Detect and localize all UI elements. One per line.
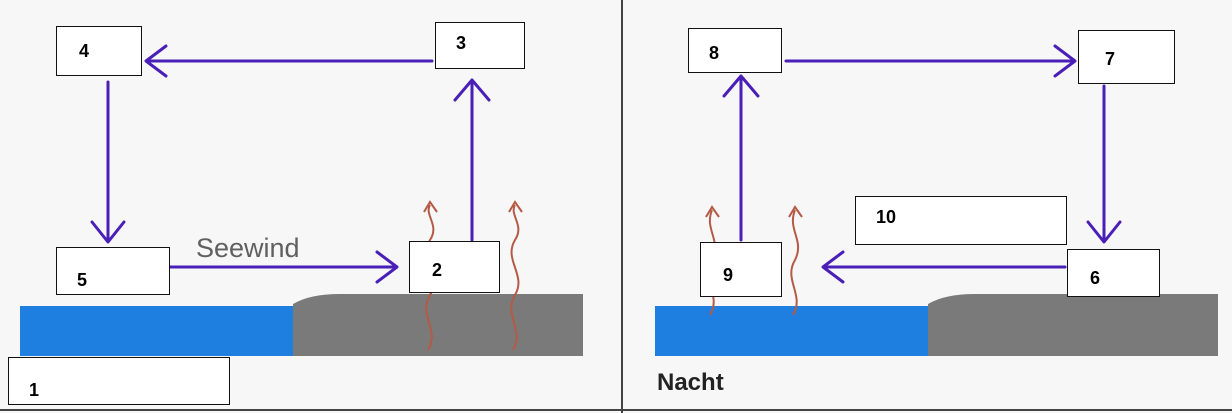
label-box-10[interactable]: 10	[855, 196, 1067, 245]
day-circulation-arrows	[90, 44, 491, 284]
label-box-6[interactable]: 6	[1067, 249, 1160, 297]
night-circulation-arrows	[722, 44, 1122, 284]
label-box-8[interactable]: 8	[688, 28, 782, 73]
day-wind-label: Seewind	[196, 233, 300, 263]
night-land	[928, 294, 1218, 356]
label-box-7[interactable]: 7	[1078, 30, 1175, 84]
day-water	[20, 306, 293, 356]
label-box-1[interactable]: 1	[8, 357, 230, 405]
label-box-2[interactable]: 2	[409, 241, 500, 293]
day-land	[293, 294, 583, 356]
night-title: Nacht	[657, 369, 724, 396]
night-water	[655, 306, 928, 356]
label-box-4[interactable]: 4	[56, 26, 142, 76]
label-box-3[interactable]: 3	[435, 22, 525, 69]
label-box-9[interactable]: 9	[700, 242, 782, 297]
label-box-5[interactable]: 5	[56, 247, 170, 295]
